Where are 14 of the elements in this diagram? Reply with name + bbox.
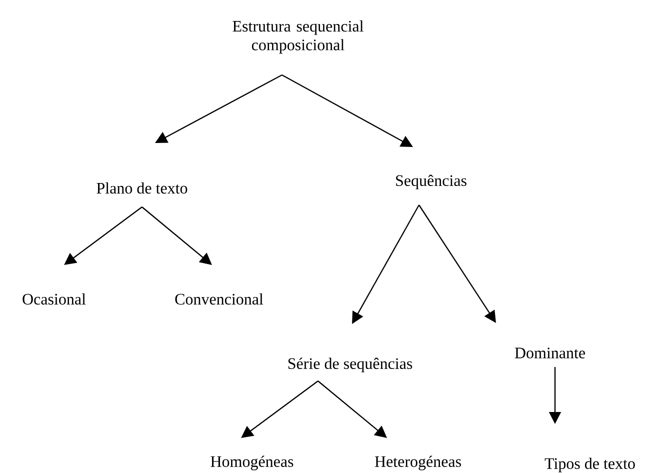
arrow	[142, 206, 212, 265]
node-label: Sequências	[396, 174, 466, 190]
node-label: Homogéneas	[210, 456, 294, 470]
node-label: Estrutura sequencial composicional	[232, 20, 364, 54]
arrow	[64, 206, 142, 265]
arrow	[241, 380, 318, 438]
node-label: Tipos de texto	[544, 458, 635, 472]
node-label: Heterogéneas	[374, 456, 461, 470]
node-label: Dominante	[514, 348, 585, 358]
node-label: Convencional	[175, 293, 264, 305]
node-label: Plano de texto	[96, 182, 188, 194]
node-label: Ocasional	[22, 293, 86, 305]
arrow	[318, 380, 387, 438]
node-label: Série de sequências	[288, 358, 412, 372]
